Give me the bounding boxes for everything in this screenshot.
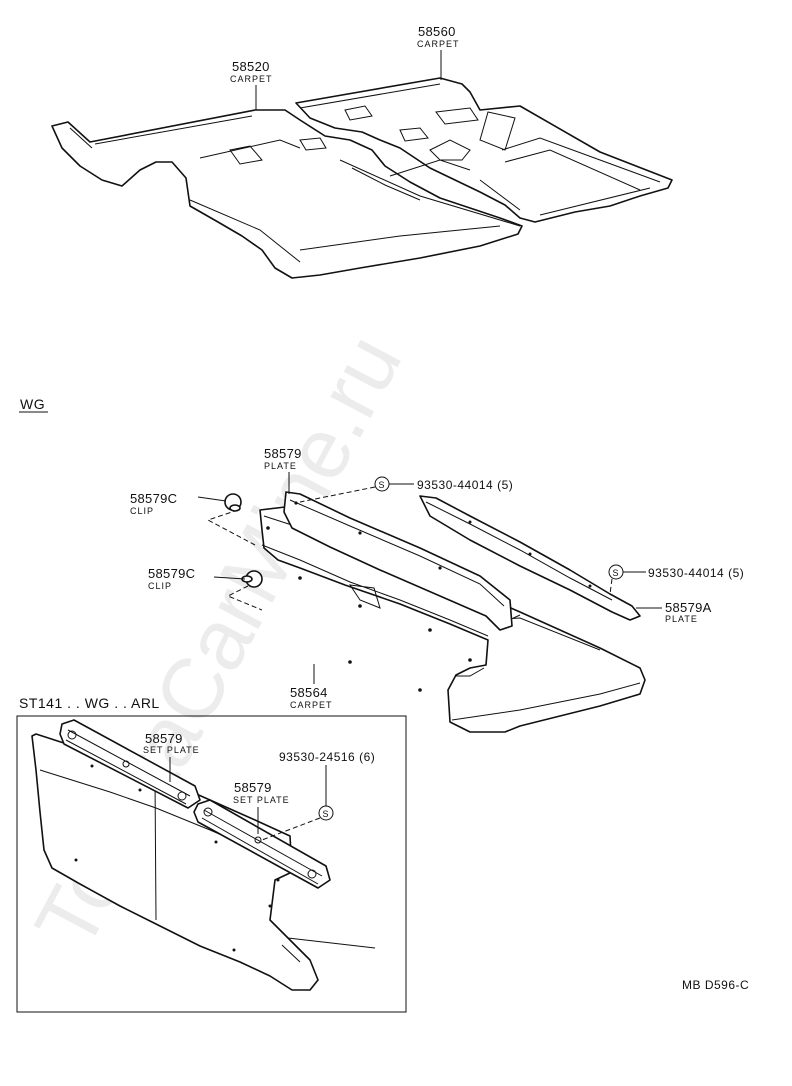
leader-clip-upper [197, 496, 227, 502]
clip-upper-install-line [206, 509, 256, 546]
part-number-58560: 58560 [418, 24, 456, 39]
part-number-58579a: 58579A [665, 600, 712, 615]
part-number-93530-44014-upper: 93530-44014 (5) [417, 478, 513, 492]
part-name-carpet-58564: CARPET [290, 700, 333, 710]
part-name-carpet-rear: CARPET [417, 39, 460, 49]
screw-right-install-line [609, 578, 613, 595]
part-name-clip-lower: CLIP [148, 581, 172, 591]
carpet-58560-drawing[interactable] [295, 77, 673, 223]
part-number-58579-set-plate-1: 58579 [145, 731, 183, 746]
carpet-58520-drawing[interactable] [51, 109, 523, 279]
section-label-wg: WG [20, 396, 45, 412]
part-name-clip-upper: CLIP [130, 506, 154, 516]
screw-symbol-upper-letter: S [379, 480, 386, 490]
part-name-plate-a: PLATE [665, 614, 698, 624]
part-number-93530-24516: 93530-24516 (6) [279, 750, 375, 764]
part-number-58579c-lower: 58579C [148, 566, 195, 581]
leader-clip-lower [213, 576, 246, 580]
part-name-set-plate-2: SET PLATE [233, 795, 290, 805]
inset-set-plate-2-drawing[interactable] [193, 799, 331, 889]
screw-symbol-right-letter: S [613, 568, 620, 578]
clip-58579c-upper[interactable] [224, 493, 242, 512]
plate-58579-drawing[interactable] [283, 491, 513, 631]
screw-upper-install-line [299, 486, 376, 503]
part-number-58579-set-plate-2: 58579 [234, 780, 272, 795]
inset-set-plate-1-drawing[interactable] [59, 719, 201, 809]
diagram-code: MB D596-C [682, 978, 749, 992]
screw-symbol-inset [318, 805, 334, 821]
screw-inset-install-line [261, 817, 321, 841]
plate-58579a-drawing[interactable] [419, 495, 641, 621]
part-name-plate: PLATE [264, 461, 297, 471]
part-number-93530-44014-right: 93530-44014 (5) [648, 566, 744, 580]
screw-symbol-inset-letter: S [323, 809, 330, 819]
part-name-carpet-front: CARPET [230, 74, 273, 84]
inset-label: ST141 . . WG . . ARL [19, 695, 160, 711]
carpet-58564-drawing[interactable] [259, 506, 646, 733]
inset-frame [16, 715, 407, 1013]
part-number-58564: 58564 [290, 685, 328, 700]
part-number-58520: 58520 [232, 59, 270, 74]
clip-58579c-lower[interactable] [241, 570, 263, 588]
part-number-58579c-upper: 58579C [130, 491, 177, 506]
part-name-set-plate-1: SET PLATE [143, 745, 200, 755]
part-number-58579-plate: 58579 [264, 446, 302, 461]
